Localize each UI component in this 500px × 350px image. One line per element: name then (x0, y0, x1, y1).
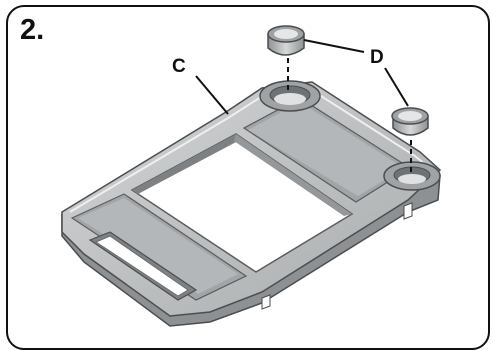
cup-ring-back (259, 80, 321, 112)
label-c: C (172, 56, 186, 77)
tray-assembly-diagram: C D (61, 25, 442, 327)
cup-insert-right (391, 107, 429, 136)
leader-line-d-top (303, 39, 365, 53)
cup-insert-top (267, 25, 305, 56)
leader-line-c (195, 75, 229, 115)
step-number: 2. (20, 14, 45, 46)
leader-line-d-right (384, 67, 409, 107)
cup-ring-right (383, 161, 441, 191)
tray-c (61, 80, 442, 327)
label-d: D (370, 47, 384, 68)
